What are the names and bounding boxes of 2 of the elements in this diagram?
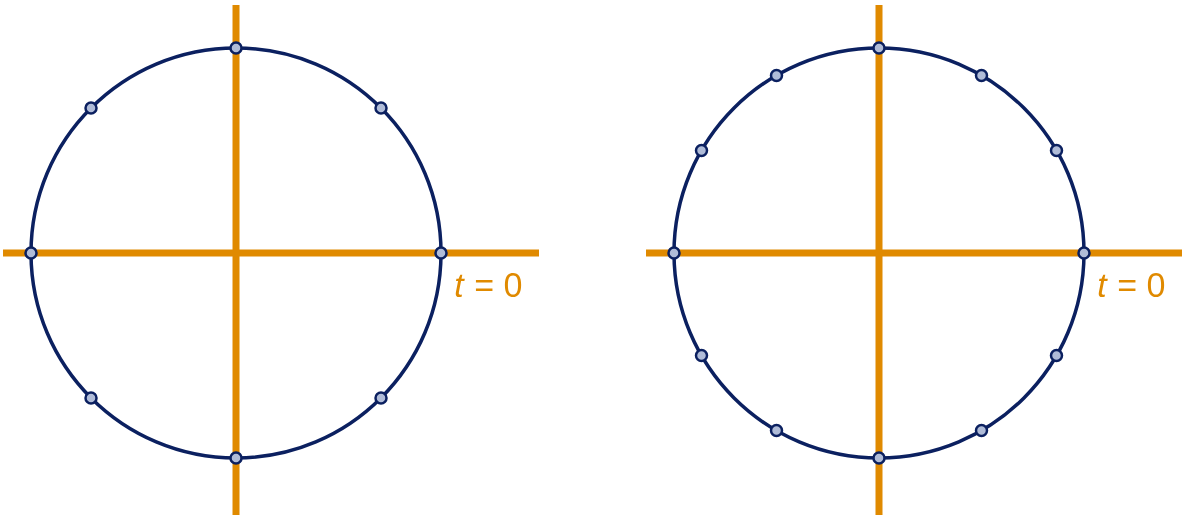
axis-label: t = 0 — [455, 272, 522, 298]
axis-label: t = 0 — [1098, 272, 1165, 298]
